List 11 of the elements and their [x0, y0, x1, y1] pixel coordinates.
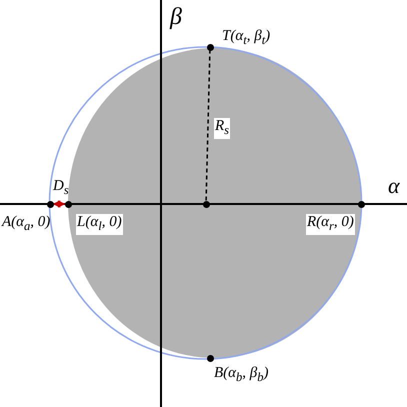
point-label: A(α$_{a}$, 0) [2, 214, 50, 235]
axis-label: α [388, 174, 400, 198]
double-arrow [52, 200, 66, 208]
point-label: B(α$_{b}$, β$_{b}$) [214, 365, 269, 386]
axis-label: β [170, 4, 182, 30]
dashed-line [205, 50, 211, 201]
edge-label: R$_{s}$ [214, 118, 230, 139]
point-label: R(α$_{r}$, 0) [306, 214, 355, 235]
edge-label: D$_{s}$ [53, 178, 69, 199]
point-label: T(α$_{t}$, β$_{t}$) [222, 28, 270, 49]
point-label: L(α$_{l}$, 0) [76, 214, 123, 235]
